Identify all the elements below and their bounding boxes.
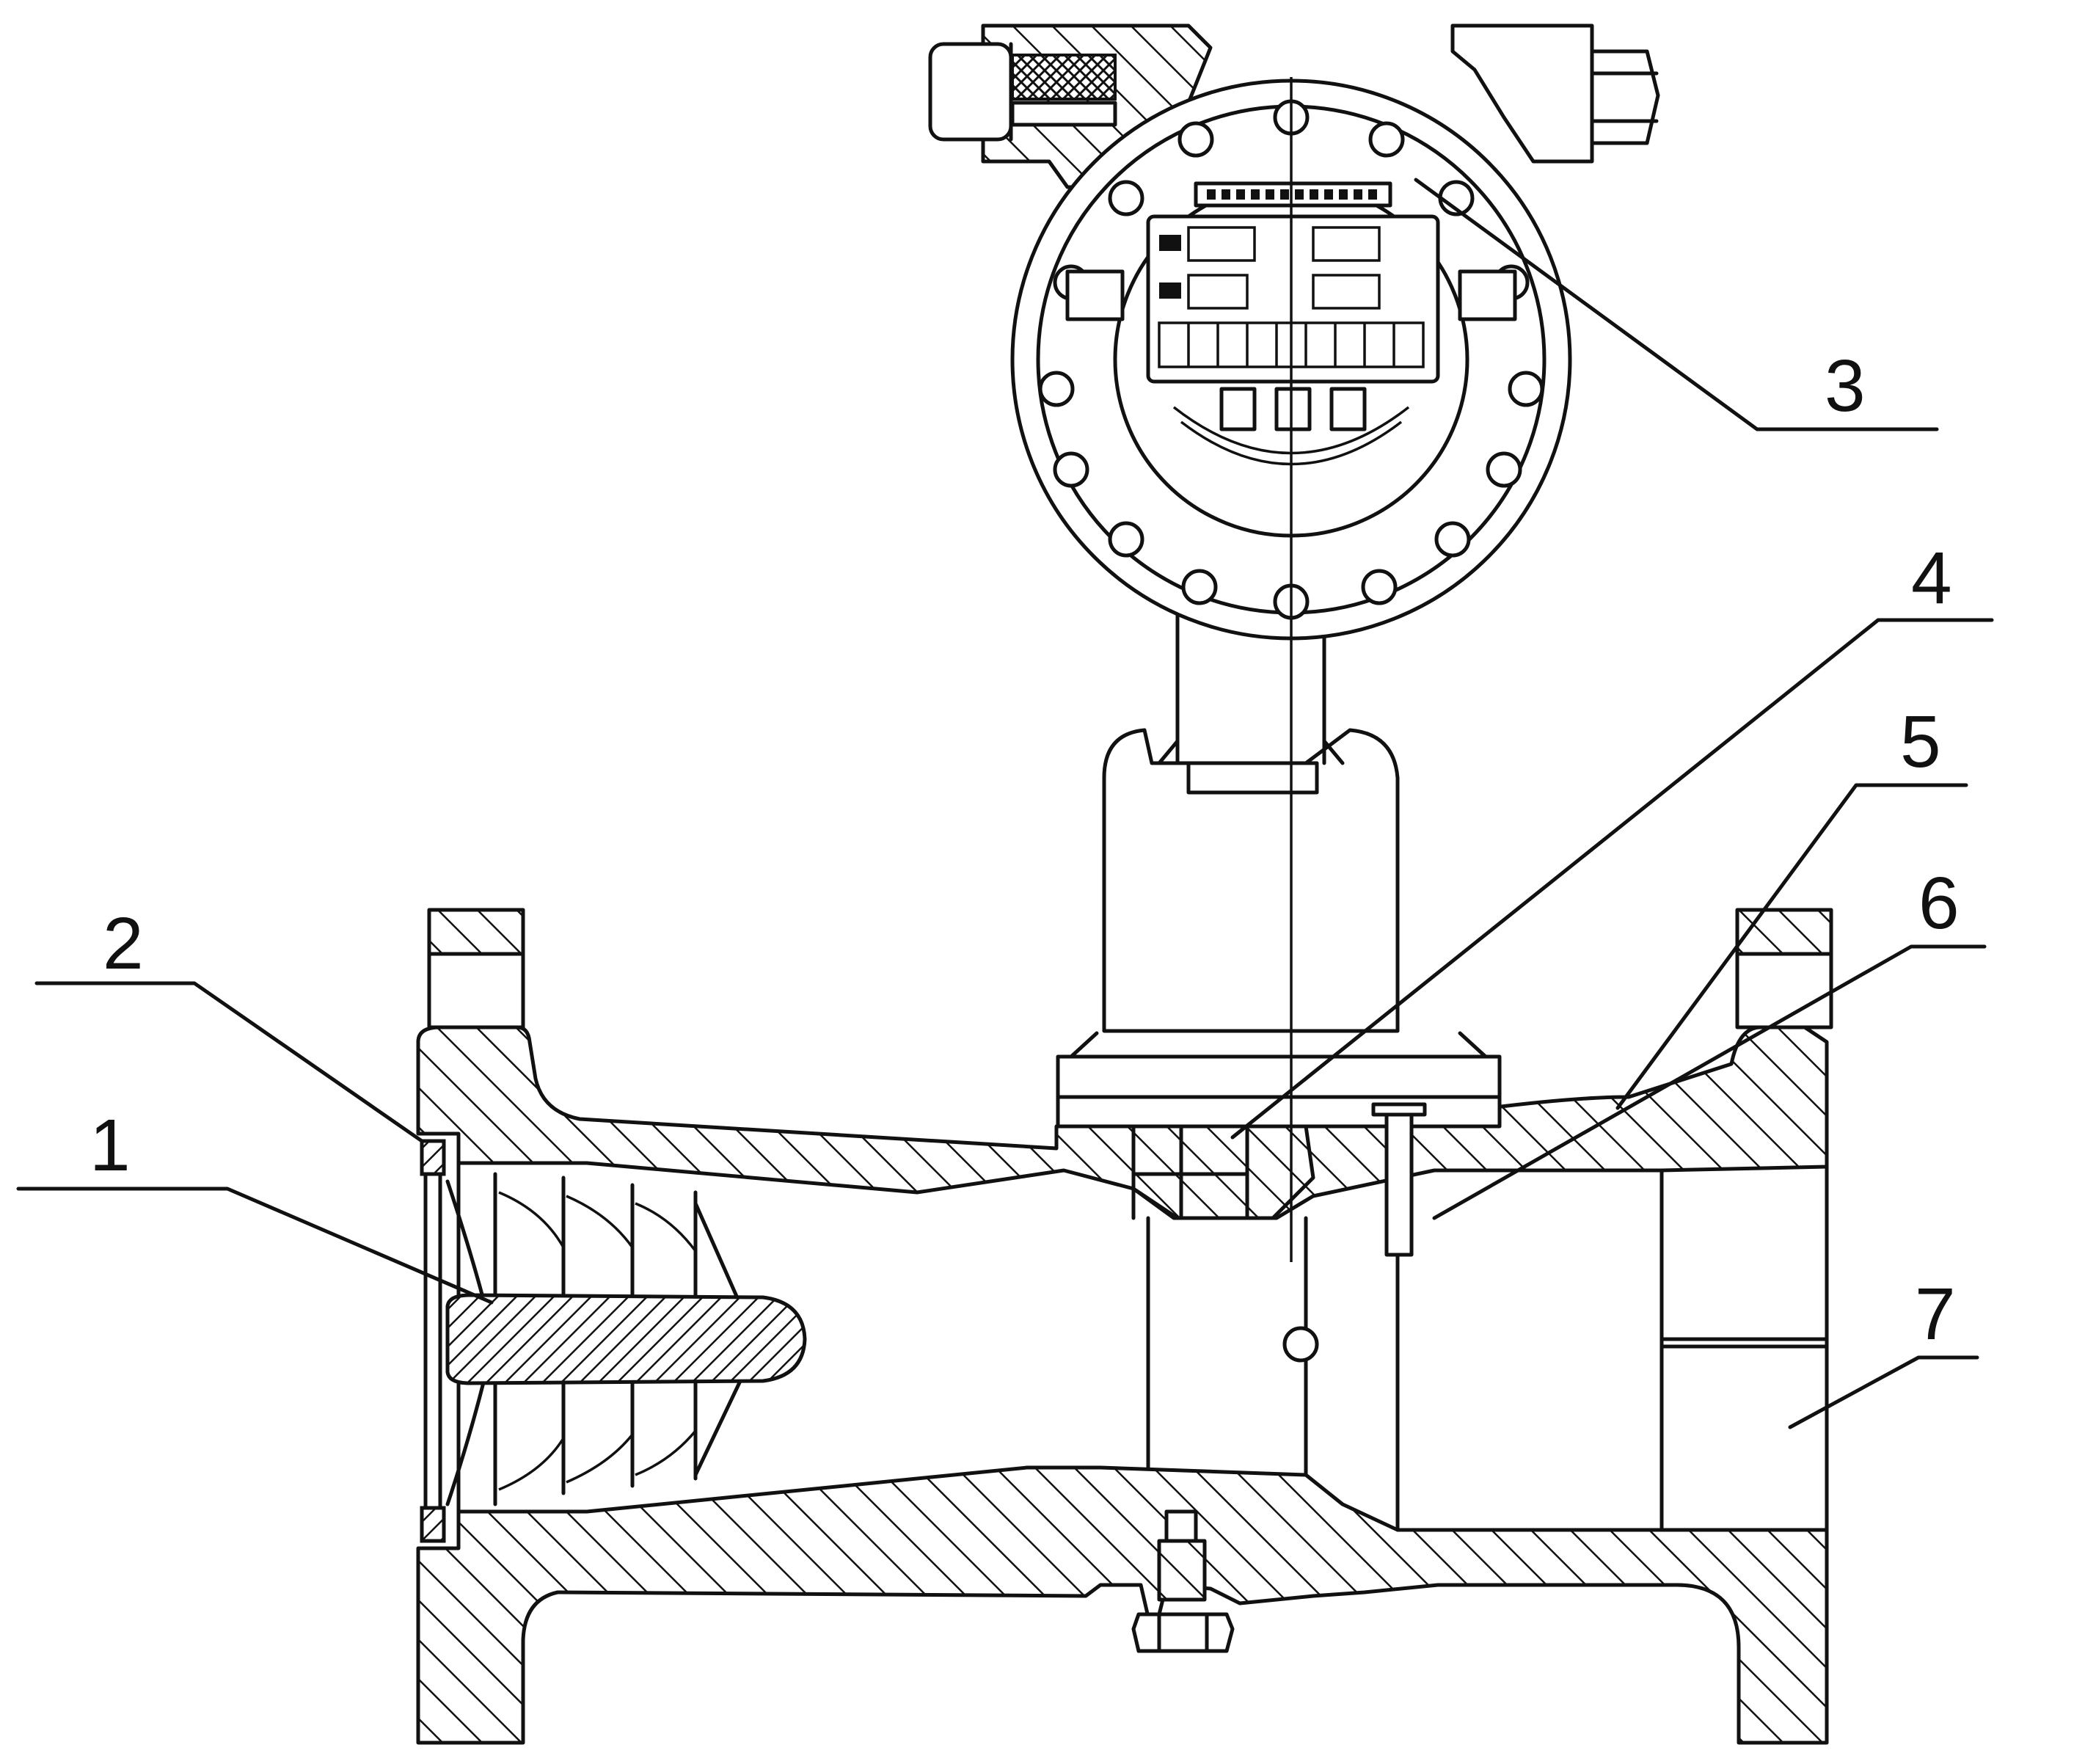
- swirler-seal-top: [420, 1139, 446, 1176]
- right-flange-top-lug: [1735, 908, 1833, 956]
- sensor-assembly: [1056, 1031, 1502, 1653]
- callout-3: 3: [1825, 345, 1866, 427]
- keypad-button-2: [1274, 387, 1312, 431]
- callout-leaders: [16, 178, 1994, 1429]
- leader-5: [1615, 783, 1968, 1110]
- swirler-hub: [445, 1293, 807, 1385]
- callout-4: 4: [1911, 537, 1952, 619]
- temperature-probe: [1384, 1106, 1414, 1257]
- callout-labels: 1 2 3 4 5 6 7: [90, 345, 1960, 1355]
- leader-7: [1788, 1355, 1979, 1429]
- callout-7: 7: [1915, 1273, 1956, 1355]
- drain-plug-nut: [1131, 1612, 1235, 1653]
- pipe-body: [416, 908, 1833, 1745]
- leader-4: [1230, 618, 1994, 1140]
- neck-housing: [1102, 728, 1400, 1033]
- lcd-status-strip: [1194, 181, 1392, 208]
- leader-6: [1432, 944, 1987, 1220]
- leader-3: [1414, 178, 1939, 431]
- keypad-button-3: [1329, 387, 1367, 431]
- callout-6: 6: [1918, 862, 1960, 944]
- pressure-port: [1282, 1326, 1319, 1363]
- swirler: [420, 1139, 807, 1543]
- left-flange-top-lug: [427, 908, 525, 956]
- lcd-segment-digits: [1158, 226, 1425, 368]
- transmitter-head: [928, 23, 1660, 1262]
- swirler-seal-bottom: [420, 1506, 446, 1543]
- lower-wall: [416, 1465, 1829, 1745]
- leader-2: [34, 981, 424, 1143]
- cable-gland-cap: [928, 42, 1013, 142]
- callout-2: 2: [103, 903, 144, 985]
- keypad-button-1: [1219, 387, 1257, 431]
- callout-5: 5: [1900, 701, 1941, 783]
- leader-1: [16, 1187, 494, 1305]
- callout-1: 1: [90, 1104, 131, 1187]
- right-housing-boss: [1450, 23, 1594, 164]
- housing-bolt: [1590, 49, 1660, 145]
- sensor-mount-flange: [1056, 1054, 1502, 1099]
